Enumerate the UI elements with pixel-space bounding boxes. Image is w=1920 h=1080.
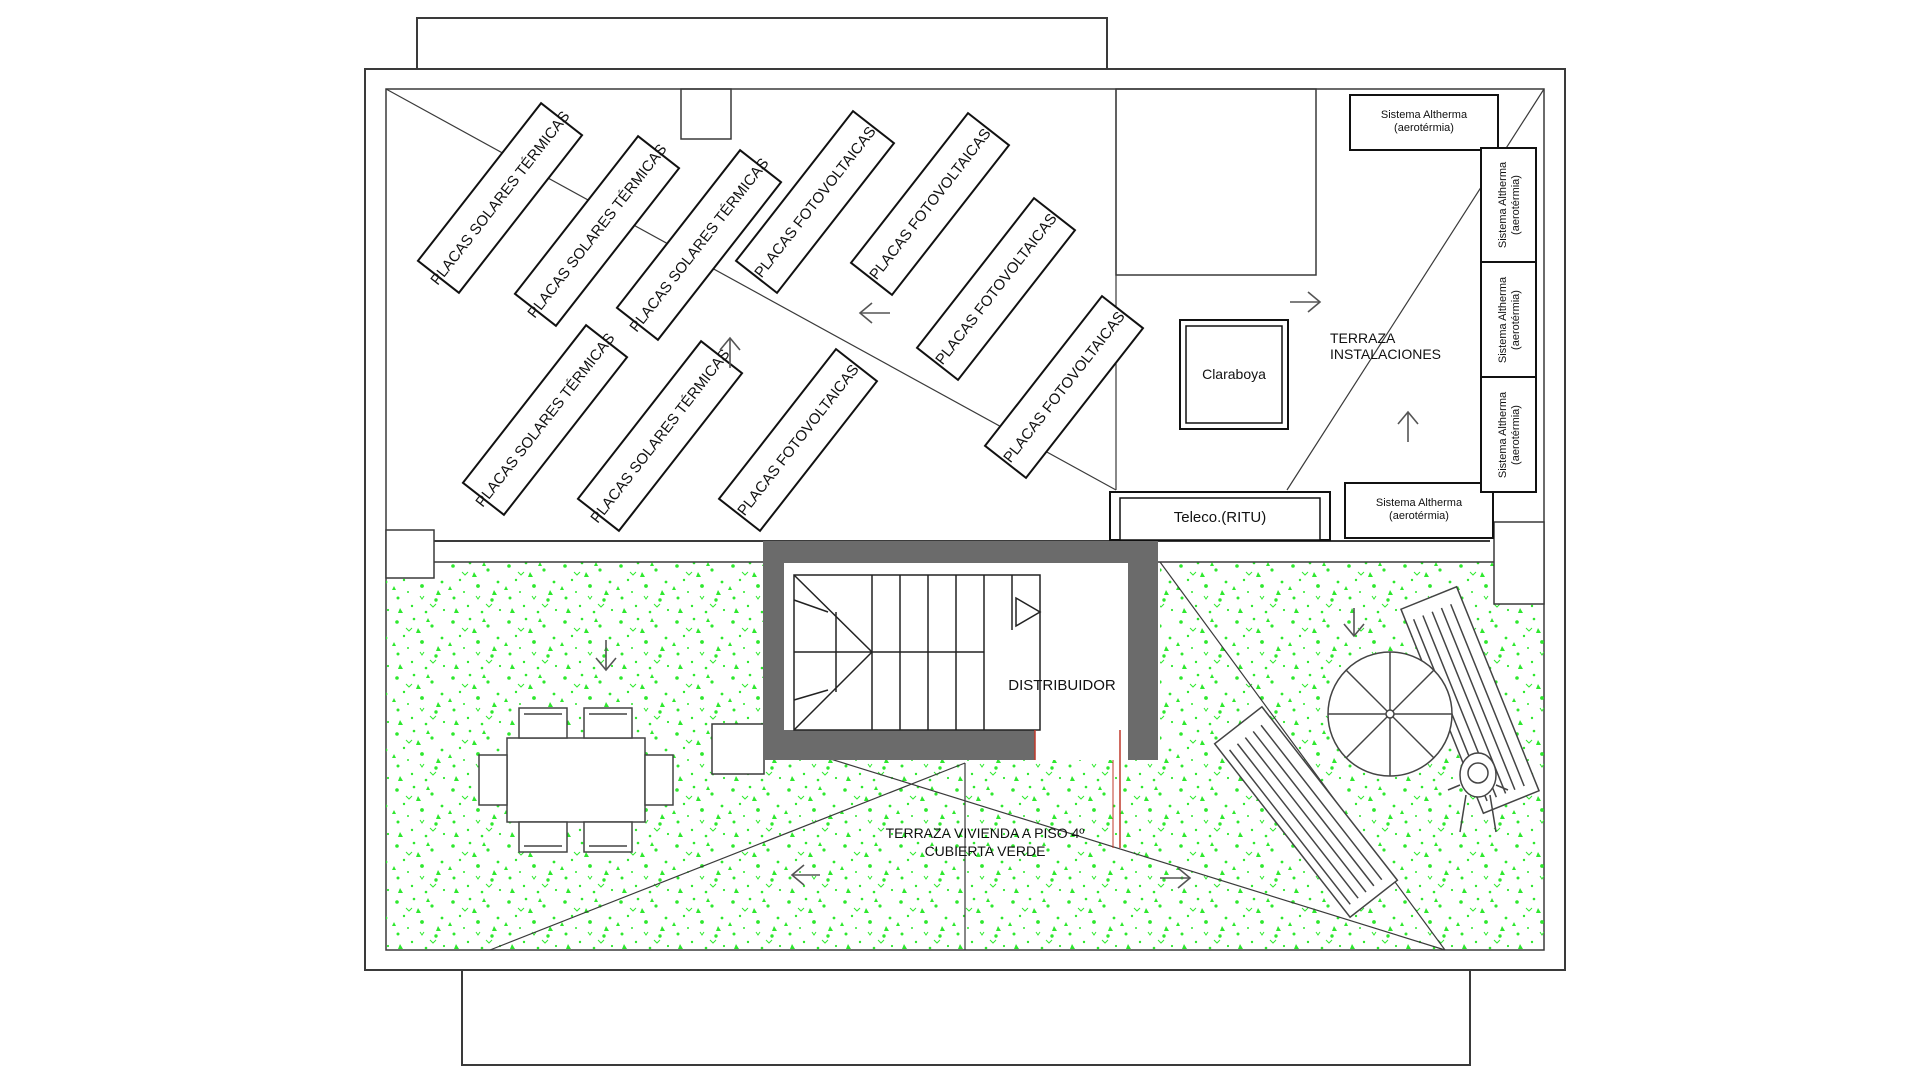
corner-pillar-left [385, 529, 435, 579]
altherma-label-2: (aerotérmia) [1510, 175, 1522, 235]
corner-pillar-right [1493, 521, 1545, 605]
altherma-label-1: Sistema Altherma [1376, 497, 1463, 509]
altherma-units: Sistema Altherma (aerotérmia) Sistema Al… [1344, 94, 1537, 539]
top-volume-outline [416, 17, 1108, 70]
arrow-right-icon [1160, 867, 1192, 889]
green-terrace-label-2: CUBIERTA VERDE [925, 843, 1046, 859]
arrow-left-icon [858, 302, 890, 324]
arrow-up-icon [1397, 410, 1419, 442]
altherma-unit-top: Sistema Altherma (aerotérmia) [1349, 94, 1499, 151]
stair-core: DISTRIBUIDOR [763, 541, 1158, 848]
chimney-box [680, 88, 732, 140]
altherma-label-2: (aerotérmia) [1394, 122, 1454, 134]
arrow-left-icon [790, 864, 820, 886]
altherma-label-2: (aerotérmia) [1510, 290, 1522, 350]
skylight-label: Claraboya [1202, 366, 1266, 382]
green-terrace-label-1: TERRAZA VIVIENDA A PISO 4º [886, 825, 1085, 841]
altherma-label-2: (aerotérmia) [1510, 405, 1522, 465]
installations-terrace-label-1: TERRAZA [1330, 330, 1396, 346]
slope-arrows [595, 291, 1419, 889]
arrow-down-icon [595, 640, 617, 672]
altherma-unit-bottom: Sistema Altherma (aerotérmia) [1344, 482, 1494, 539]
altherma-label-1: Sistema Altherma [1497, 161, 1509, 248]
pillar-stair-left [711, 723, 765, 775]
telecom-label: Teleco.(RITU) [1174, 509, 1267, 526]
arrow-down-icon [1343, 608, 1365, 638]
altherma-label-2: (aerotérmia) [1389, 510, 1449, 522]
sun-lounger [1213, 705, 1399, 919]
skylight: Claraboya [1179, 319, 1289, 430]
arrow-right-icon [1290, 291, 1322, 313]
dining-table [506, 737, 646, 823]
telecom-room: Teleco.(RITU) [1109, 491, 1331, 541]
dining-table-set [478, 707, 674, 853]
arrow-up-icon [719, 336, 741, 368]
bottom-volume-outline [461, 969, 1471, 1066]
altherma-label-1: Sistema Altherma [1381, 109, 1468, 121]
installations-terrace-label-2: INSTALACIONES [1330, 346, 1441, 362]
green-area-bottom [763, 760, 1160, 950]
sun-loungers [1213, 585, 1540, 919]
stair-flights [793, 574, 1042, 731]
altherma-label-1: Sistema Altherma [1497, 391, 1509, 478]
installations-room [1115, 88, 1317, 276]
umbrella [1327, 651, 1453, 777]
altherma-unit-side-2: Sistema Altherma (aerotérmia) [1480, 261, 1537, 378]
person-icon [1447, 752, 1509, 833]
distributor-label: DISTRIBUIDOR [1008, 677, 1116, 694]
altherma-unit-side-1: Sistema Altherma (aerotérmia) [1480, 147, 1537, 263]
altherma-unit-side-3: Sistema Altherma (aerotérmia) [1480, 376, 1537, 493]
altherma-label-1: Sistema Altherma [1497, 276, 1509, 363]
